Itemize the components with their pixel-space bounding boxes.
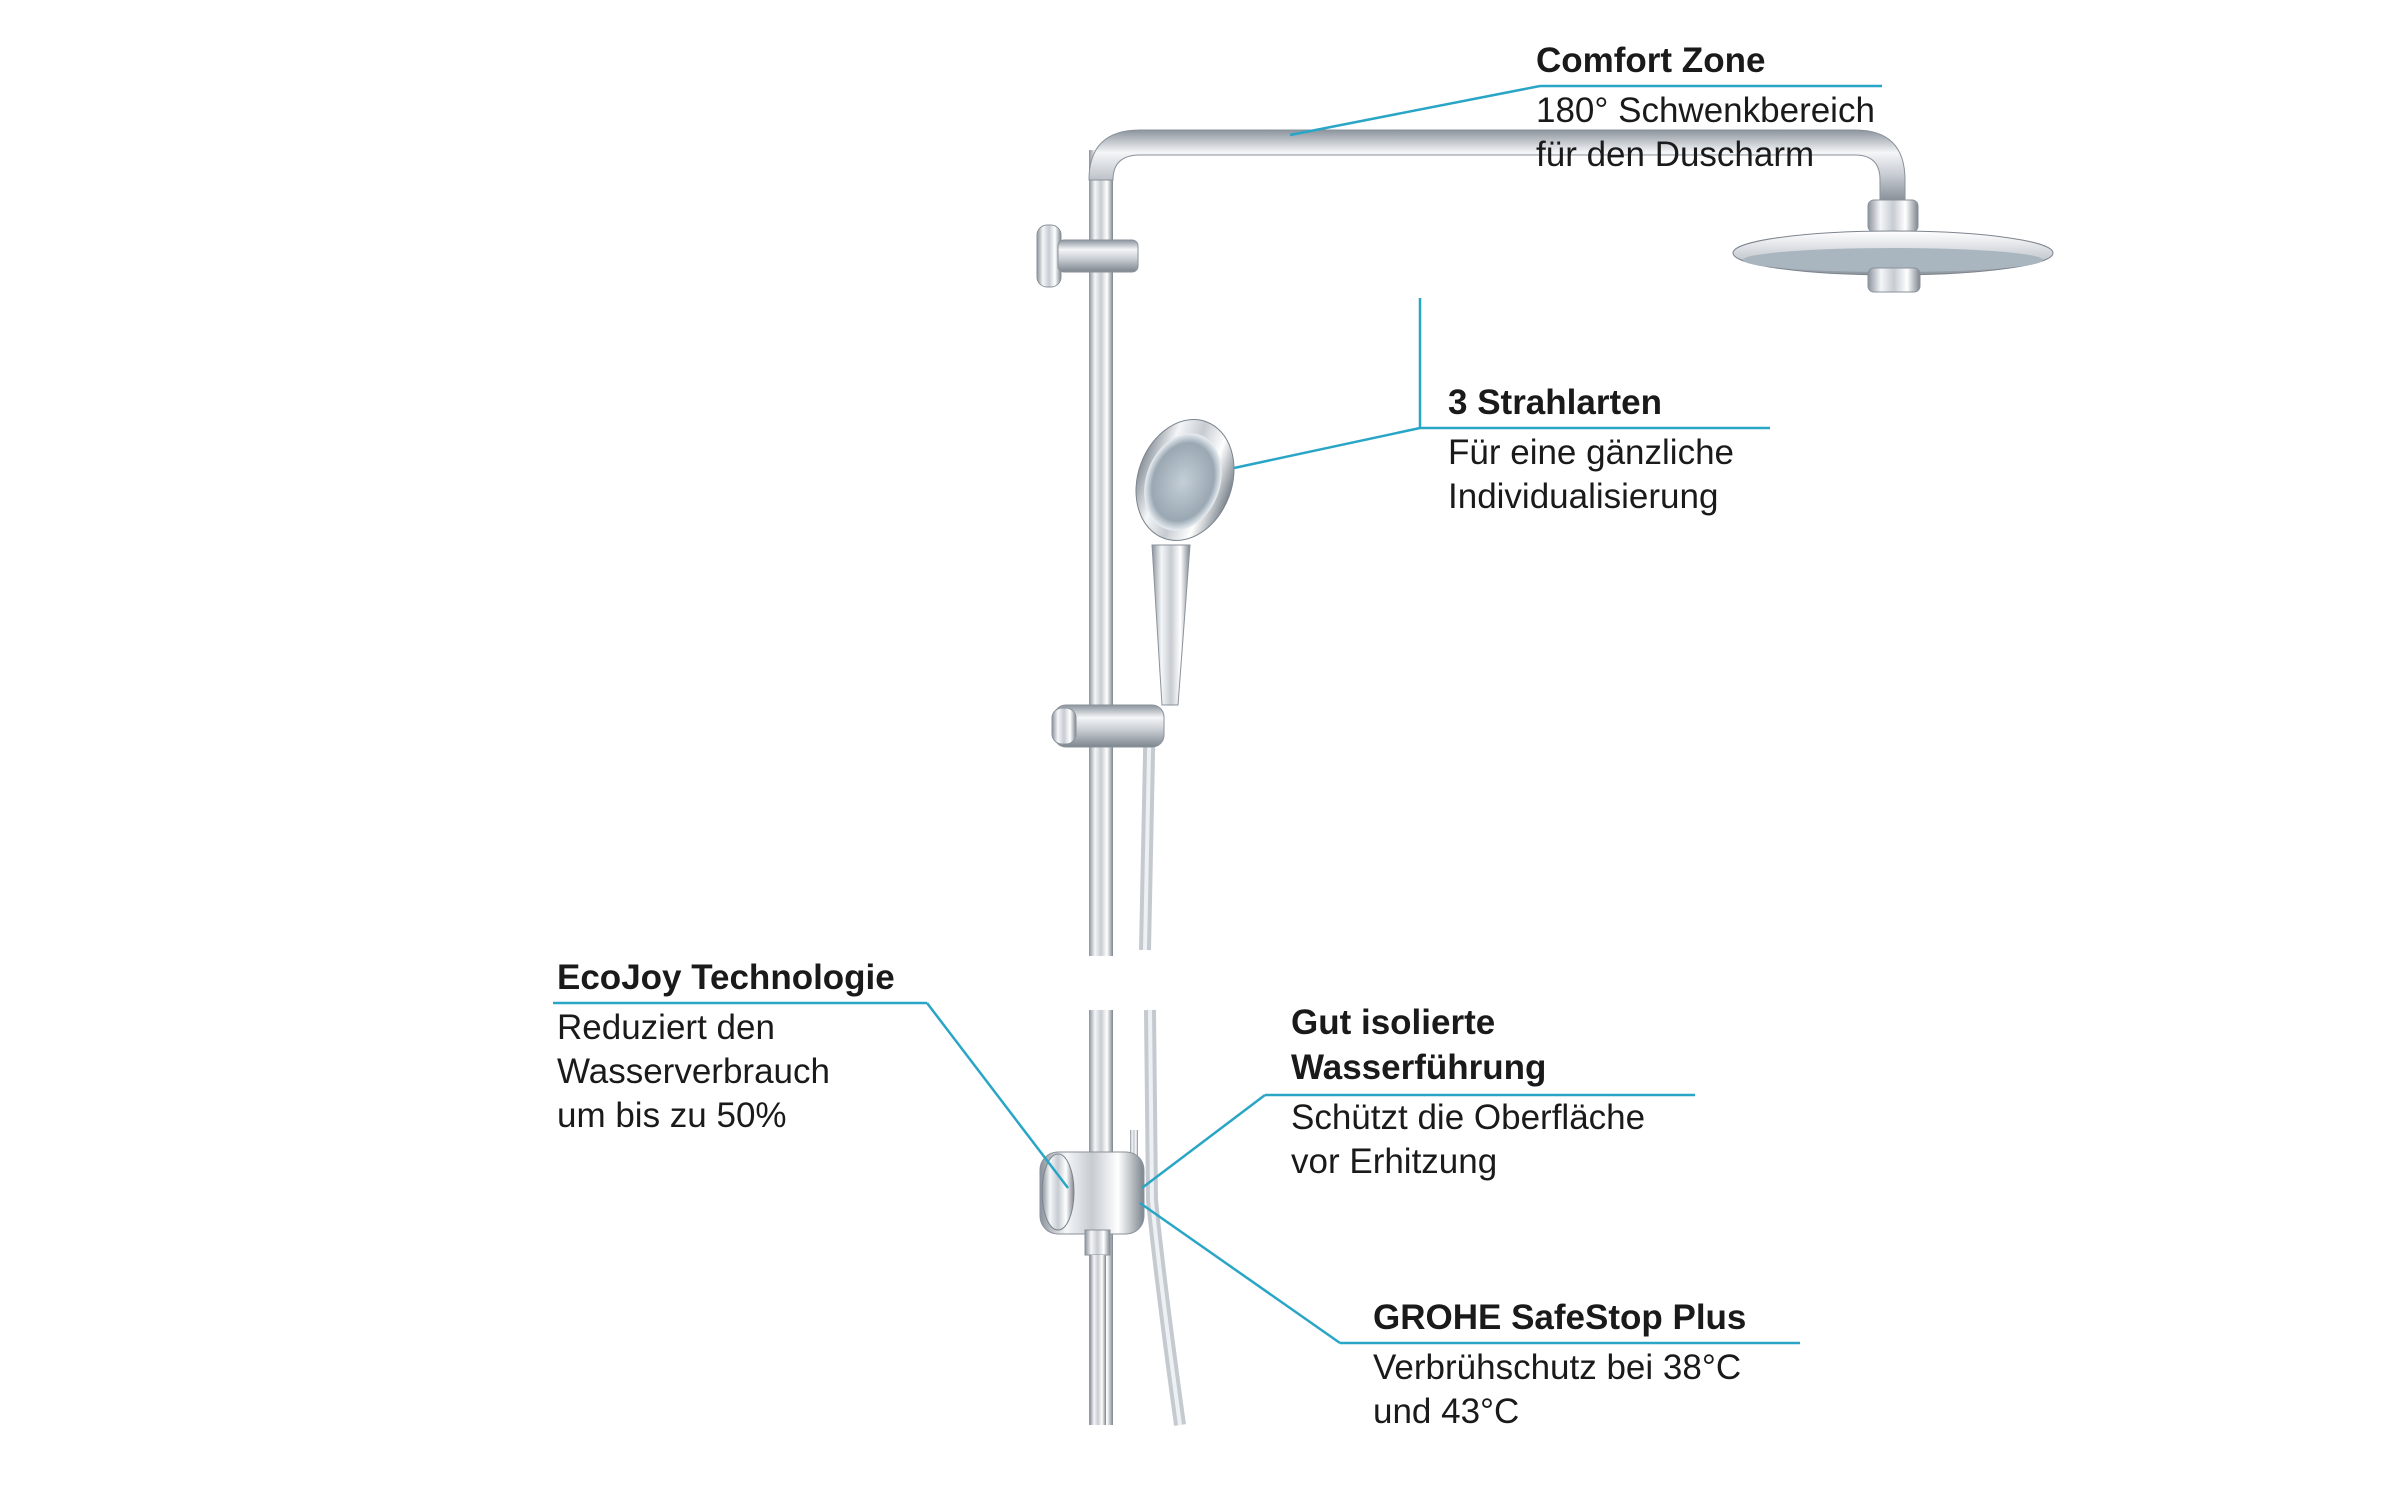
isolierte-title-line-2: Wasserführung: [1291, 1048, 1547, 1087]
wall-bracket: [1036, 224, 1139, 288]
strahlarten-line-2: Individualisierung: [1448, 477, 1719, 516]
hand-shower: [1135, 419, 1235, 706]
comfort-zone-line-2: für den Duscharm: [1536, 135, 1815, 174]
ecojoy-line-1: Reduziert den: [557, 1008, 775, 1047]
callout-ecojoy: EcoJoy Technologie Reduziert den Wasserv…: [557, 955, 895, 1138]
callout-isolierte-wasserfuehrung: Gut isolierte Wasserführung Schützt die …: [1291, 1000, 1645, 1184]
isolierte-line-2: vor Erhitzung: [1291, 1142, 1498, 1181]
diverter-valve: [1039, 1130, 1145, 1425]
safestop-title: GROHE SafeStop Plus: [1373, 1298, 1747, 1337]
leader-ecojoy: [926, 1002, 1069, 1189]
callout-comfort-zone: Comfort Zone 180° Schwenkbereich für den…: [1536, 38, 1875, 177]
callout-safestop: GROHE SafeStop Plus Verbrühschutz bei 38…: [1373, 1295, 1746, 1434]
slider-holder: [1051, 704, 1165, 748]
leader-lines: [553, 84, 1882, 1345]
callout-strahlarten: 3 Strahlarten Für eine gänzliche Individ…: [1448, 380, 1734, 519]
leader-isolierte: [1141, 1094, 1266, 1189]
ecojoy-title: EcoJoy Technologie: [557, 958, 895, 997]
shower-arm: [1088, 129, 1906, 206]
leader-strahlarten-hand: [1233, 426, 1421, 470]
leader-comfort-zone: [1289, 84, 1541, 137]
leader-safestop: [1139, 1201, 1341, 1345]
isolierte-line-1: Schützt die Oberfläche: [1291, 1098, 1646, 1137]
overhead-shower-head: [1732, 199, 2054, 293]
riser-pipe-upper: [1089, 150, 1113, 956]
isolierte-title-line-1: Gut isolierte: [1291, 1003, 1496, 1042]
comfort-zone-line-1: 180° Schwenkbereich: [1536, 91, 1875, 130]
safestop-line-2: und 43°C: [1373, 1392, 1520, 1431]
ecojoy-line-3: um bis zu 50%: [557, 1096, 787, 1135]
safestop-line-1: Verbrühschutz bei 38°C: [1373, 1348, 1742, 1387]
comfort-zone-title: Comfort Zone: [1536, 41, 1766, 80]
strahlarten-line-1: Für eine gänzliche: [1448, 433, 1734, 472]
strahlarten-title: 3 Strahlarten: [1448, 383, 1662, 422]
ecojoy-line-2: Wasserverbrauch: [557, 1052, 830, 1091]
